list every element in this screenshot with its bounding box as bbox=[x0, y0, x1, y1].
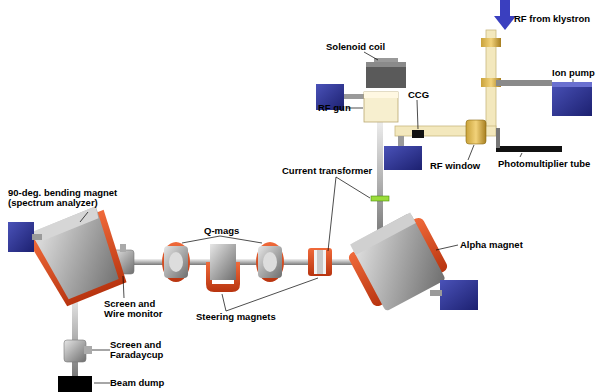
ion-pump bbox=[430, 280, 478, 310]
part-label: Photomultiplier tube bbox=[498, 159, 590, 169]
alpha-magnet bbox=[343, 209, 453, 316]
part-label: Ion pump bbox=[552, 68, 595, 78]
q-magnet bbox=[162, 242, 284, 282]
part-label: RF gun bbox=[318, 103, 351, 113]
part-label: Screen and Wire monitor bbox=[104, 299, 168, 319]
beam-pipe bbox=[377, 118, 383, 238]
part-label: Current transformer bbox=[282, 166, 372, 176]
ion-pump bbox=[8, 222, 42, 252]
steering-magnet bbox=[206, 244, 332, 292]
leader-lines bbox=[80, 52, 573, 383]
part-label: CCG bbox=[408, 90, 429, 100]
part-label: 90-deg. bending magnet (spectrum analyze… bbox=[8, 188, 120, 208]
ccg-gauge bbox=[412, 130, 424, 138]
rf-gun bbox=[364, 92, 398, 122]
current-transformer bbox=[371, 196, 389, 201]
beam-dump bbox=[58, 376, 92, 392]
solenoid-coil bbox=[366, 58, 406, 88]
part-label: RF window bbox=[430, 161, 480, 171]
faraday-cup bbox=[64, 340, 92, 362]
part-label: Steering magnets bbox=[196, 312, 276, 322]
ion-pump bbox=[316, 84, 422, 170]
ion-pump bbox=[552, 82, 592, 116]
part-label: Alpha magnet bbox=[460, 240, 523, 250]
bending-magnet bbox=[25, 204, 132, 311]
part-label: Q-mags bbox=[204, 226, 239, 236]
part-label: Screen and Faradaycup bbox=[110, 340, 174, 360]
part-label: Solenoid coil bbox=[326, 42, 385, 52]
rf-window bbox=[466, 120, 486, 144]
part-label: Beam dump bbox=[110, 378, 164, 388]
part-label: RF from klystron bbox=[514, 14, 590, 24]
rf-arrow bbox=[494, 0, 516, 30]
photomultiplier-tube bbox=[496, 128, 562, 152]
